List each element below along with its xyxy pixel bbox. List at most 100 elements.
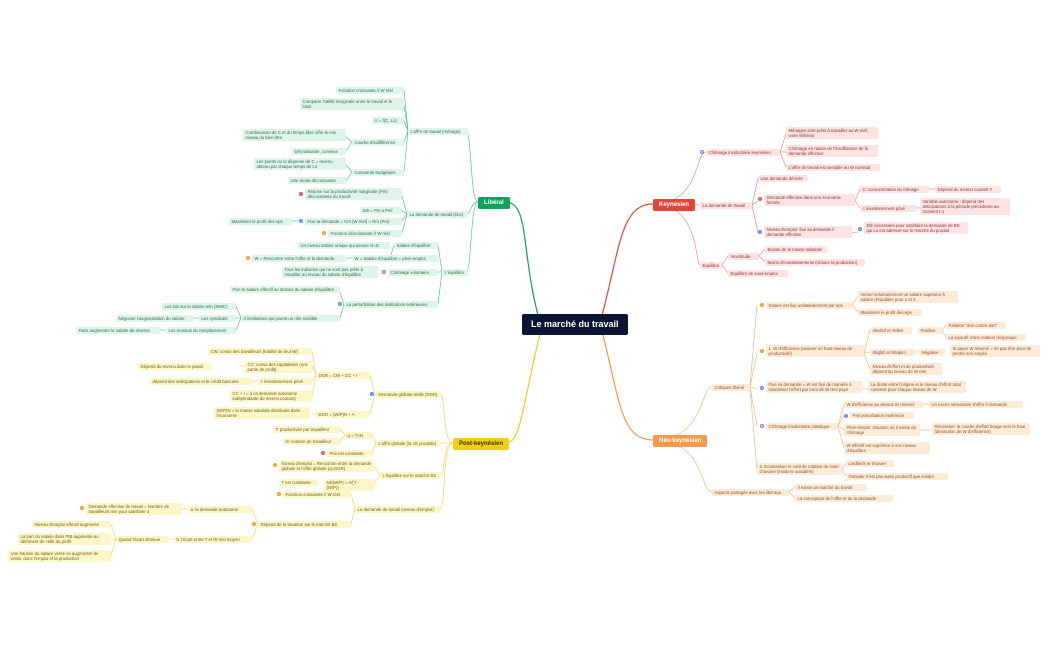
- neo-verser[interactable]: Verser volontairement un salaire supérie…: [858, 291, 958, 303]
- lib-salaire-unique[interactable]: Un niveau salaire unique qui assure O=D: [298, 242, 390, 249]
- post-demande-eff[interactable]: Demande effective de travail = Nombre de…: [86, 503, 182, 515]
- lib-fixe-salaire[interactable]: Fixe le salaire effectif au dessus du sa…: [230, 286, 340, 293]
- neo-recession[interactable]: Récession: la courbe d'effort bouge vers…: [932, 423, 1030, 435]
- key-variable[interactable]: Variable autonome : dépend des anticipat…: [920, 198, 1010, 216]
- lib-perturbation[interactable]: La perturbation des institutions extérie…: [344, 301, 438, 308]
- neo-aspects[interactable]: Aspects partagés avec les libéraux: [712, 489, 789, 496]
- branch-liberal[interactable]: Libéral: [478, 197, 510, 209]
- key-moins[interactable]: Moins d'investissements (réduire la prod…: [765, 259, 865, 266]
- key-chomage-invol[interactable]: Chômage involontaire keynésien: [706, 149, 780, 156]
- lib-revenus[interactable]: Les revenus du remplacement: [166, 327, 236, 334]
- lib-fonction-croissante[interactable]: Fonction croissante // W réel: [336, 87, 404, 94]
- neo-maximiser[interactable]: Maximiser le profit des eps: [858, 309, 922, 316]
- lib-decroissante-convexe[interactable]: Décroissante, convexe: [292, 148, 346, 155]
- post-depend-revenu[interactable]: Dépend du revenu dans le passé: [138, 363, 212, 370]
- lib-trois-inst[interactable]: 3 institutions qui jouent un rôle nuisib…: [241, 315, 340, 322]
- key-baisse[interactable]: Baisse de la masse salariale: [765, 246, 827, 253]
- neo-positive[interactable]: Positive: [918, 327, 942, 334]
- post-equilibre[interactable]: L'équilibre sur le marché BS: [380, 472, 440, 479]
- lib-syndicats[interactable]: Les syndicats: [199, 315, 236, 322]
- neo-loyaute[interactable]: La loyauté d'une relation réciproque: [946, 334, 1026, 341]
- lib-combinaison[interactable]: Combinaison de C et du temps libre offre…: [243, 129, 346, 141]
- lib-comparer[interactable]: Comparer l'utilité marginale entre le tr…: [300, 98, 404, 110]
- branch-post-keynesien[interactable]: Post-keynésien: [453, 438, 510, 450]
- key-incertitude[interactable]: Incertitude: [728, 253, 759, 260]
- neo-relation[interactable]: Relation "don contre don": [946, 322, 1006, 329]
- neo-lindbeck[interactable]: Lindbeck et Snower: [846, 460, 894, 467]
- key-chomage-raison[interactable]: Chômage en raison de l'insuffisance de l…: [786, 145, 878, 157]
- branch-neo-keynesien[interactable]: Néo-keynésien: [653, 435, 708, 447]
- lib-ctm[interactable]: Dm = Pm x Pml: [360, 207, 402, 214]
- post-demande-auto[interactable]: a. la demande autonome: [188, 506, 252, 513]
- neo-salaire-fixe[interactable]: Salaire est fixé unilatéralement par eps: [766, 302, 852, 309]
- root-node[interactable]: Le marché du travail: [522, 314, 628, 335]
- lib-contrainte[interactable]: Contrainte budgétaire: [352, 169, 404, 176]
- neo-conception[interactable]: La conception de l'offre et de la demand…: [795, 495, 893, 502]
- key-offre-sensible[interactable]: L'offre de travail est sensible au W nom…: [786, 164, 880, 171]
- lib-points[interactable]: Les points ou la dépense de C = revenu o…: [254, 158, 346, 170]
- neo-w-efficience[interactable]: 1. W d'efficience (assurer un haut nivea…: [766, 345, 864, 357]
- key-equilibre[interactable]: Equilibre: [700, 262, 722, 269]
- lib-w-eq[interactable]: W = Salaire d'équilibre = plein-emploi: [352, 255, 438, 262]
- key-depend[interactable]: Dépend du revenu courant Y: [935, 186, 1001, 193]
- key-consommation[interactable]: C: consommation du ménage: [860, 186, 929, 193]
- neo-outsider[interactable]: Outsider n'est pas aussi productif que i…: [846, 473, 948, 480]
- post-depend-antic[interactable]: dépend des anticipations et le crédit ba…: [150, 378, 252, 385]
- post-cc-i[interactable]: CC + I = à ca demande autonome indépenda…: [230, 390, 312, 402]
- post-niveau-eff[interactable]: Niveau d'emploi effectif augmente: [32, 521, 111, 528]
- key-demande[interactable]: La demande de travail: [700, 202, 752, 209]
- neo-si-payer[interactable]: Si payer W réservé = ne pas être pour de…: [950, 345, 1040, 357]
- key-niveau-emploi[interactable]: Niveau d'emploi: fixé sa demande // dema…: [764, 226, 852, 238]
- post-dgr1[interactable]: DGR = CW + CC + I: [316, 372, 370, 379]
- neo-chomage-class[interactable]: Chômage involontaire classique: [766, 423, 838, 430]
- post-demande-globale[interactable]: Demande globale réelle (DGR): [376, 391, 440, 398]
- neo-akerlof[interactable]: Akerlof et Yellen: [870, 327, 912, 334]
- post-niveau[interactable]: Niveau d'emploi = Rencontre entre la dem…: [279, 460, 375, 472]
- branch-keynesien[interactable]: Keynésien: [653, 199, 696, 211]
- neo-economiser[interactable]: 2. Economiser le coût de rotation de mai…: [757, 463, 842, 475]
- post-depend-sit[interactable]: Dépend de la situation sur le marché BS: [258, 521, 351, 528]
- lib-chomage-vol[interactable]: Chômage volontaire: [388, 269, 438, 276]
- neo-w-effectif[interactable]: W effectif est supérieur à son niveau d'…: [844, 442, 930, 454]
- lib-demande[interactable]: La demande de travail (éco): [407, 211, 468, 218]
- post-t-const[interactable]: T est constante: [279, 479, 318, 486]
- key-sous-emploi[interactable]: Equilibre de sous-emploi: [728, 270, 788, 277]
- post-demande-travail[interactable]: La demande de travail (niveau d'emploi): [355, 506, 440, 513]
- neo-w-eff-dessus[interactable]: W d'efficience au dessus W réservé: [844, 401, 923, 408]
- neo-existe[interactable]: Il existe un marché du travail: [795, 484, 867, 491]
- lib-courbe-indiff[interactable]: Courbe d'indifférence: [352, 139, 404, 146]
- post-nd[interactable]: ND(W/P) = A/(T - (W/P)): [324, 479, 375, 491]
- key-investissement[interactable]: I: investissement privé: [860, 205, 916, 212]
- lib-droite[interactable]: Une droite décroissante: [288, 177, 346, 184]
- post-n[interactable]: N: nombre de travailleur: [283, 438, 340, 445]
- key-menages[interactable]: Ménages sont prêts à travailler au W rée…: [786, 127, 878, 139]
- neo-negative[interactable]: Négative: [919, 349, 945, 356]
- neo-critiques[interactable]: Critiques libéral: [712, 384, 750, 391]
- lib-repose[interactable]: Repose sur la productivité marginale (Pm…: [305, 188, 402, 200]
- key-ete[interactable]: Été nécessaire pour satisfaire la demand…: [864, 222, 968, 234]
- key-derivee[interactable]: Une demande dérivée: [758, 175, 808, 182]
- post-quand[interactable]: Quand l'écart diminue: [116, 536, 168, 543]
- lib-tous[interactable]: Tous les individus qui ne sont pas prêts…: [282, 266, 378, 278]
- post-ecart[interactable]: b. l'écart entre T et W réel moyen: [174, 536, 252, 543]
- post-part[interactable]: La part du salaire dans PIB augmente au …: [18, 533, 111, 545]
- lib-u[interactable]: U = f(C, Lo): [372, 117, 404, 124]
- lib-salaire-eq[interactable]: Salaire d'équilibre: [394, 242, 438, 249]
- lib-offre[interactable]: L'offre de travail (ménage): [408, 128, 468, 135]
- lib-fonction-decroissante[interactable]: Fonction décroissante // W réel: [328, 230, 402, 237]
- neo-droite[interactable]: La droite entre l'origine et le niveau d…: [868, 381, 966, 393]
- neo-fixe-demande[interactable]: Fixe sa demande = W est fixé de manière …: [766, 381, 862, 393]
- post-t[interactable]: T: productivité par travailleur: [273, 426, 340, 433]
- neo-excedent[interactable]: Un excès nécessaire d'offre // demande: [929, 401, 1023, 408]
- neo-niveau-effort[interactable]: Niveau d'effort et de productivité dépen…: [870, 363, 942, 375]
- neo-pas-perturb[interactable]: Pas perturbation extérieure: [850, 412, 914, 419]
- lib-equilibre[interactable]: L'équilibre: [442, 269, 468, 276]
- post-cc[interactable]: CC: conso des capitalistes (une partie d…: [245, 361, 312, 373]
- lib-fixe[interactable]: Fixe la demande = Cm (W réel) = Rm (Pm): [305, 218, 402, 225]
- post-cw[interactable]: CW: conso des travailleurs (totalité de …: [208, 348, 312, 355]
- neo-stiglitz[interactable]: Stiglitz et Shapiro: [870, 349, 915, 356]
- post-q[interactable]: q = T×N: [345, 432, 372, 439]
- neo-plein-emploi[interactable]: Plein-emploi: situation où il existe du …: [844, 424, 920, 436]
- lib-negocier[interactable]: Négocier l'augmentation du salaire: [116, 315, 193, 322]
